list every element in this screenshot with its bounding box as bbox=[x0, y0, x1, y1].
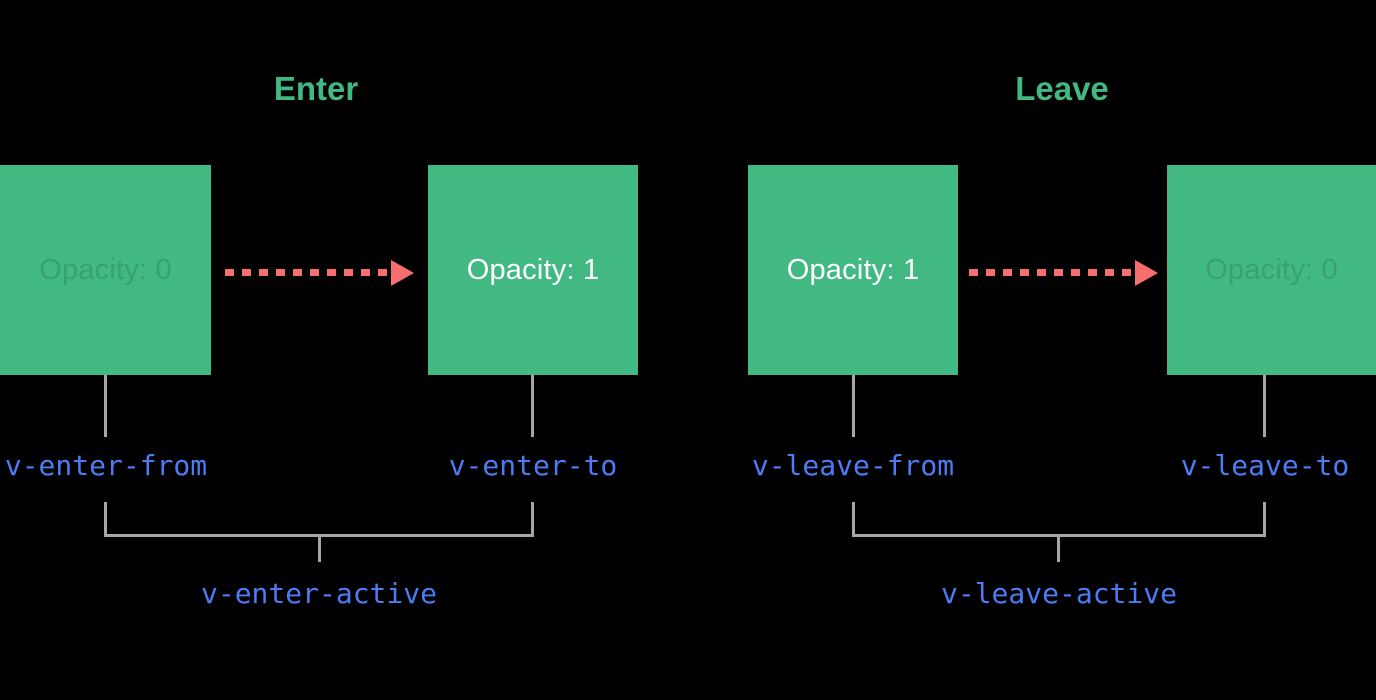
leave-from-box: Opacity: 1 bbox=[748, 165, 958, 375]
enter-to-class-label: v-enter-to bbox=[448, 449, 618, 482]
leave-from-class-label: v-leave-from bbox=[751, 449, 955, 482]
dashed-arrow-right-icon bbox=[969, 269, 1135, 276]
leave-bracket-center-stub bbox=[1057, 537, 1060, 562]
leave-active-class-label: v-leave-active bbox=[940, 577, 1177, 610]
leave-to-box-label: Opacity: 0 bbox=[1205, 253, 1338, 286]
leave-to-class-label: v-leave-to bbox=[1180, 449, 1350, 482]
enter-to-box: Opacity: 1 bbox=[428, 165, 638, 375]
enter-bracket-left-stub bbox=[104, 502, 107, 537]
enter-from-box: Opacity: 0 bbox=[0, 165, 211, 375]
enter-bracket-center-stub bbox=[318, 537, 321, 562]
leave-bracket-left-stub bbox=[852, 502, 855, 537]
enter-bracket-right-stub bbox=[531, 502, 534, 537]
enter-from-connector-line bbox=[104, 375, 107, 437]
leave-to-box: Opacity: 0 bbox=[1167, 165, 1376, 375]
leave-from-box-label: Opacity: 1 bbox=[786, 253, 920, 286]
enter-active-class-label: v-enter-active bbox=[200, 577, 437, 610]
leave-from-connector-line bbox=[852, 375, 855, 437]
dashed-arrow-right-icon bbox=[225, 269, 391, 276]
leave-bracket-bar bbox=[852, 534, 1266, 537]
enter-to-connector-line bbox=[531, 375, 534, 437]
enter-to-box-label: Opacity: 1 bbox=[466, 253, 600, 286]
enter-from-class-label: v-enter-from bbox=[4, 449, 208, 482]
leave-section-title: Leave bbox=[1015, 70, 1109, 107]
leave-bracket-right-stub bbox=[1263, 502, 1266, 537]
leave-to-connector-line bbox=[1263, 375, 1266, 437]
enter-from-box-label: Opacity: 0 bbox=[39, 253, 172, 286]
enter-bracket-bar bbox=[104, 534, 534, 537]
enter-section-title: Enter bbox=[273, 70, 359, 107]
